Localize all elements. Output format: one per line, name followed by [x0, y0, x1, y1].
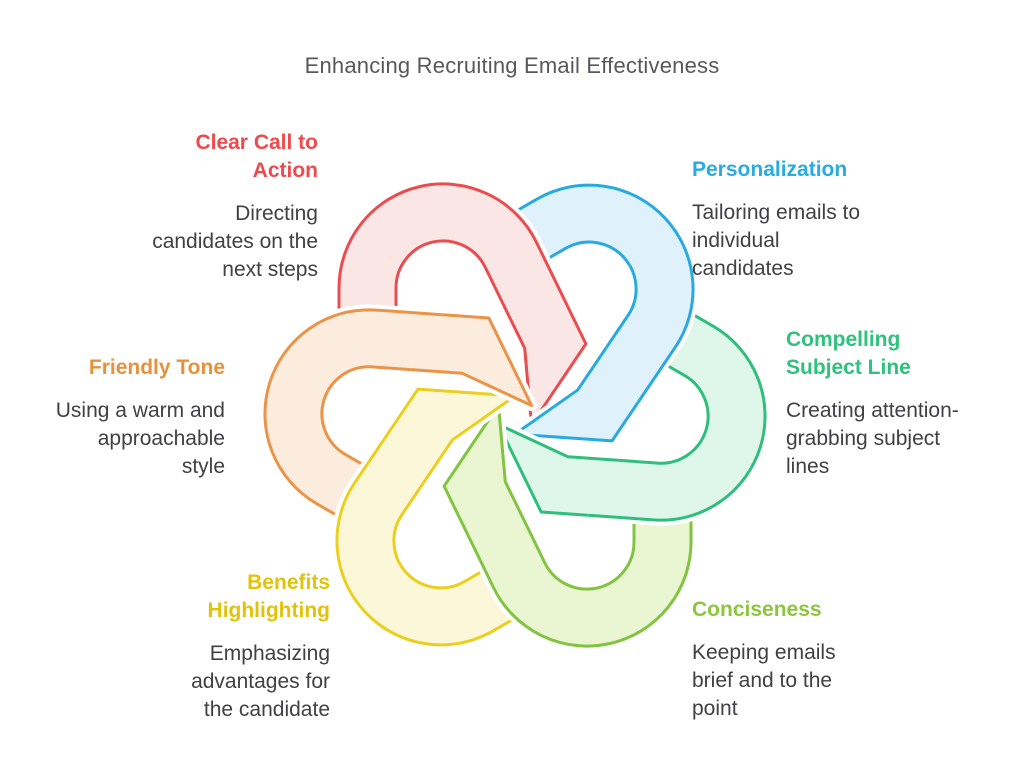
- section-description-clear-call-to-action: Directing candidates on the next steps: [152, 202, 318, 281]
- section-description-benefits-highlighting: Emphasizing advantages for the candidate: [191, 642, 330, 721]
- section-heading-clear-call-to-action: Clear Call to Action: [195, 131, 318, 182]
- page-title: Enhancing Recruiting Email Effectiveness: [304, 53, 720, 78]
- section-heading-friendly-tone: Friendly Tone: [88, 356, 225, 379]
- section-description-compelling-subject-line: Creating attention- grabbing subject lin…: [786, 399, 959, 478]
- section-benefits-highlighting: Benefits Highlighting Emphasizing advant…: [90, 569, 330, 724]
- section-clear-call-to-action: Clear Call to Action Directing candidate…: [78, 129, 318, 284]
- section-heading-compelling-subject-line: Compelling Subject Line: [786, 328, 911, 379]
- section-conciseness: Conciseness Keeping emails brief and to …: [692, 596, 922, 723]
- section-heading-conciseness: Conciseness: [692, 598, 822, 621]
- section-description-personalization: Tailoring emails to individual candidate…: [692, 201, 861, 280]
- section-heading-personalization: Personalization: [692, 158, 848, 181]
- section-friendly-tone: Friendly Tone Using a warm and approacha…: [5, 354, 225, 481]
- section-compelling-subject-line: Compelling Subject Line Creating attenti…: [786, 326, 1018, 481]
- section-description-friendly-tone: Using a warm and approachable style: [55, 399, 225, 478]
- section-heading-benefits-highlighting: Benefits Highlighting: [207, 571, 330, 622]
- section-personalization: Personalization Tailoring emails to indi…: [692, 156, 922, 283]
- section-description-conciseness: Keeping emails brief and to the point: [692, 641, 836, 720]
